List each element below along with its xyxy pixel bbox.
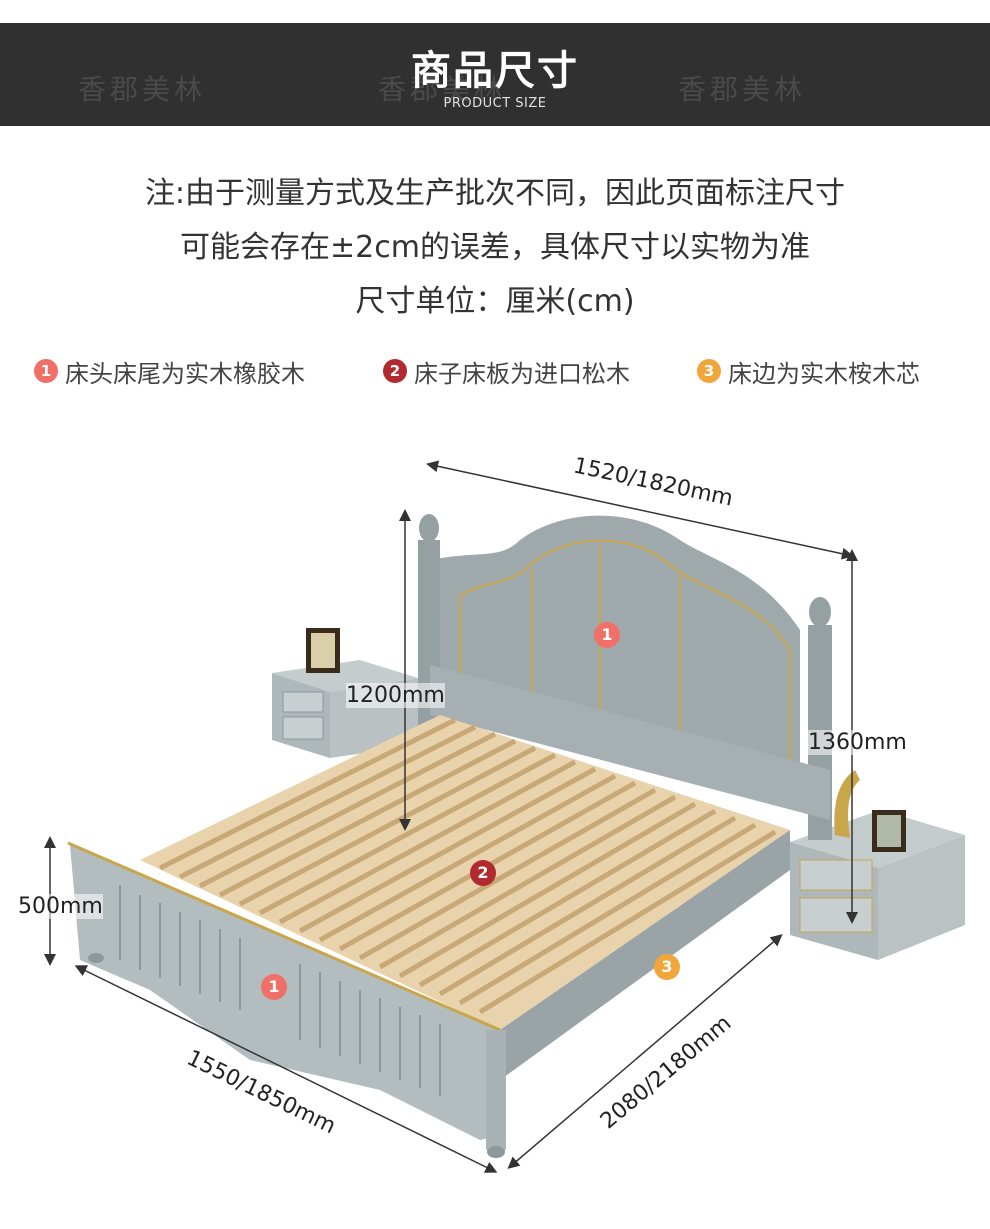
marker-headboard: 1 (594, 622, 620, 648)
number-badge: 3 (697, 359, 721, 383)
page-title: 商品尺寸 (411, 48, 579, 94)
watermark: 香郡美林 (678, 73, 807, 106)
marker-side-rail: 3 (654, 954, 680, 980)
marker-slats: 2 (470, 860, 496, 886)
material-item-2: 2 床子床板为进口松木 (383, 355, 630, 388)
material-item-1: 1 床头床尾为实木橡胶木 (34, 355, 305, 388)
material-label: 床边为实木桉木芯 (728, 359, 920, 388)
note-line-1: 注:由于测量方式及生产批次不同，因此页面标注尺寸 (144, 176, 846, 211)
number-badge: 1 (34, 359, 58, 383)
note-line-2: 可能会存在±2cm的误差，具体尺寸以实物为准 (180, 230, 810, 265)
watermark: 香郡美林 (78, 73, 207, 106)
dimension-headboard-height: 1360mm (808, 730, 907, 755)
note-line-3: 尺寸单位：厘米(cm) (355, 284, 635, 319)
dimension-footboard-height: 500mm (18, 894, 103, 919)
marker-footboard: 1 (261, 974, 287, 1000)
dimension-slat-height: 1200mm (346, 683, 445, 708)
material-label: 床子床板为进口松木 (414, 359, 630, 388)
watermark: 香郡美林 (378, 73, 507, 106)
page-subtitle: PRODUCT SIZE (443, 96, 547, 111)
number-badge: 2 (383, 359, 407, 383)
material-item-3: 3 床边为实木桉木芯 (697, 355, 920, 388)
header-banner (0, 23, 990, 126)
material-label: 床头床尾为实木橡胶木 (65, 359, 305, 388)
